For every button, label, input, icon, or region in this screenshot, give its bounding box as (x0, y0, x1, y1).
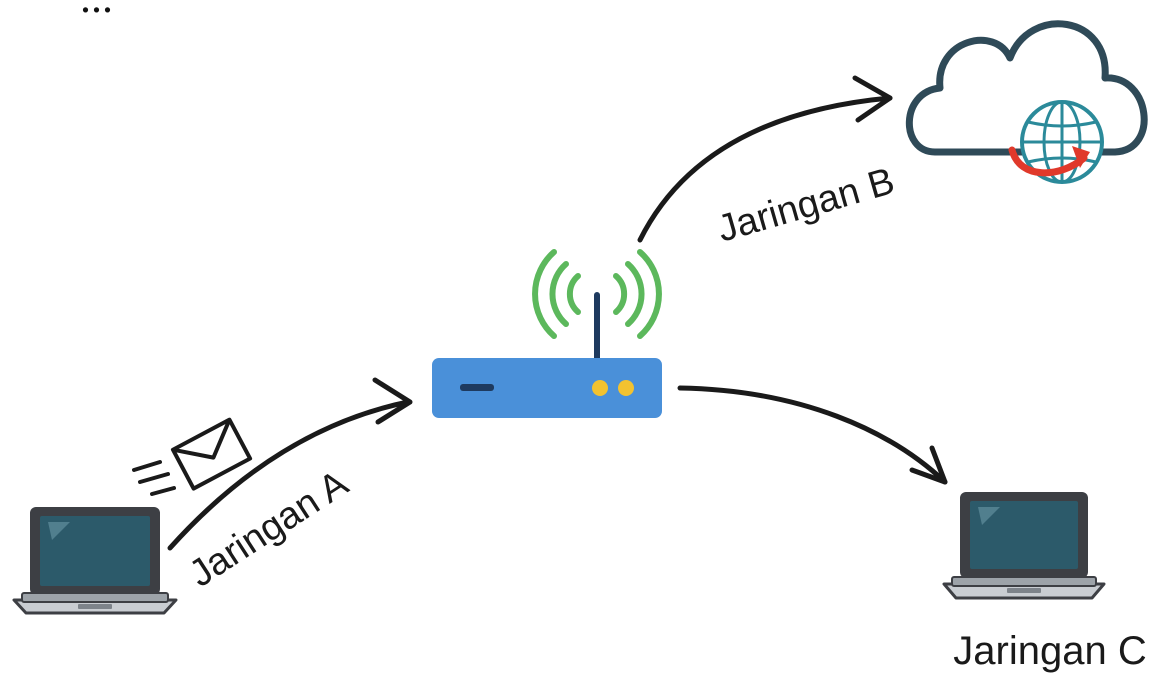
label-jaringan-c: Jaringan C (953, 629, 1146, 673)
globe-arrow-icon (1008, 146, 1090, 177)
label-jaringan-b: Jaringan B (713, 160, 899, 250)
arrow-a (167, 377, 413, 551)
wifi-signal-icon (532, 249, 662, 339)
arrow-c (677, 385, 948, 485)
destination-laptop-icon (942, 492, 1106, 600)
partial-heading: ... (80, 0, 113, 22)
router-icon (432, 292, 662, 418)
motion-lines-icon (132, 460, 176, 496)
cloud-globe-icon (905, 20, 1148, 184)
envelope-icon (170, 417, 253, 491)
source-laptop-icon (12, 507, 178, 615)
arrow-b (637, 75, 893, 243)
